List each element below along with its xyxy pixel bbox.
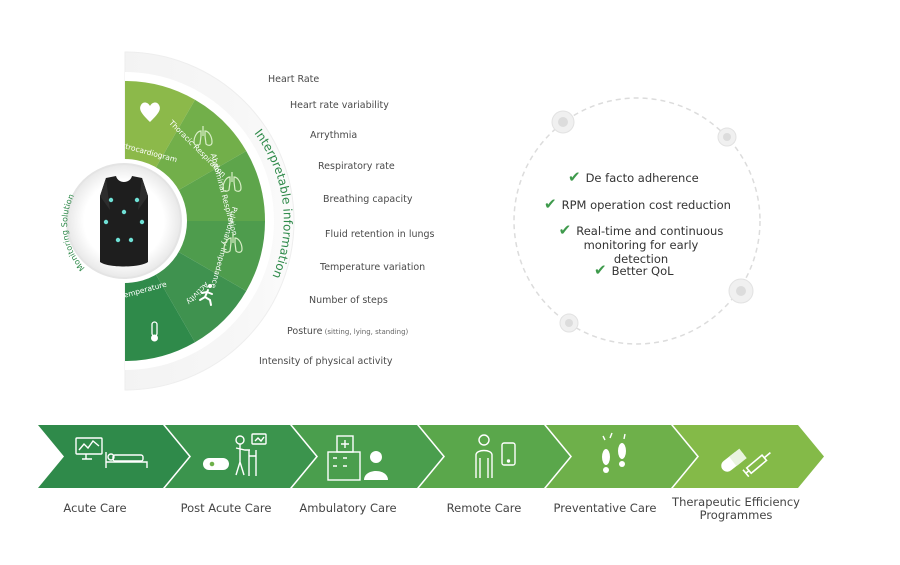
check-icon: ✔ xyxy=(594,261,607,279)
thermometer-icon xyxy=(151,321,158,342)
care-pathway xyxy=(38,425,824,488)
benefit-item: ✔ RPM operation cost reduction xyxy=(544,195,731,213)
info-item-text: Heart rate variability xyxy=(290,100,389,111)
check-icon: ✔ xyxy=(558,221,572,239)
walker-patient-icon xyxy=(203,433,267,476)
interpretable-info-item: Posture (sitting, lying, standing) xyxy=(287,326,408,337)
pill-syringe-icon xyxy=(721,448,771,478)
check-icon: ✔ xyxy=(544,195,557,213)
info-item-text: Number of steps xyxy=(309,295,388,306)
orbit-dot xyxy=(551,110,575,134)
info-item-text: Intensity of physical activity xyxy=(259,356,393,367)
lungs-icon xyxy=(223,233,243,253)
info-item-text: Heart Rate xyxy=(268,74,320,85)
orbit-dot xyxy=(728,278,754,304)
benefit-item: ✔Real-time and continuous monitoring for… xyxy=(556,221,726,267)
care-stage-label: Ambulatory Care xyxy=(299,501,397,515)
care-stage-label: Preventative Care xyxy=(553,501,657,515)
orbit-dot xyxy=(717,127,737,147)
interpretable-info-item: Respiratory rate xyxy=(318,161,395,172)
info-item-note: (sitting, lying, standing) xyxy=(322,328,409,336)
heart-icon xyxy=(140,102,160,122)
benefit-item: ✔ De facto adherence xyxy=(568,168,699,186)
info-item-text: Posture xyxy=(287,326,323,337)
care-stage-chevron xyxy=(673,425,824,488)
info-item-text: Respiratory rate xyxy=(318,161,395,172)
care-stage-chevron xyxy=(419,425,570,488)
care-stage-label: Acute Care xyxy=(63,501,127,515)
smart-vest-icon xyxy=(100,176,148,267)
info-item-text: Arrythmia xyxy=(310,130,358,141)
benefit-text: Better QoL xyxy=(611,264,674,278)
interpretable-info-item: Heart Rate xyxy=(268,74,319,85)
interpretable-info-item: Temperature variation xyxy=(320,262,425,273)
interpretable-info-item: Number of steps xyxy=(309,295,388,306)
benefit-item: ✔ Better QoL xyxy=(594,261,674,279)
benefit-text: De facto adherence xyxy=(585,171,699,185)
running-icon xyxy=(199,284,213,306)
interpretable-info-item: Fluid retention in lungs xyxy=(325,229,435,240)
benefit-text: Real-time and continuous monitoring for … xyxy=(576,224,724,266)
interpretable-info-item: Arrythmia xyxy=(310,130,357,141)
orbit-dot xyxy=(559,313,579,333)
interpretable-info-item: Intensity of physical activity xyxy=(259,356,393,367)
info-item-text: Fluid retention in lungs xyxy=(325,229,435,240)
footsteps-icon xyxy=(602,432,626,473)
clinic-doctor-icon xyxy=(327,435,388,481)
care-stage-label: Therapeutic Efficiency Programmes xyxy=(672,495,800,522)
interpretable-info-item: Breathing capacity xyxy=(323,194,412,205)
remote-phone-icon xyxy=(475,434,516,478)
lungs-icon xyxy=(193,126,213,146)
care-stage-label: Post Acute Care xyxy=(180,501,272,515)
lungs-icon xyxy=(222,172,242,192)
hospital-bed-monitor-icon xyxy=(75,437,148,468)
care-stage-label: Remote Care xyxy=(446,501,522,515)
check-icon: ✔ xyxy=(568,168,581,186)
info-item-text: Temperature variation xyxy=(320,262,426,273)
benefits-dashed-circle xyxy=(513,97,761,345)
care-stage-chevron xyxy=(292,425,443,488)
interpretable-info-item: Heart rate variability xyxy=(290,100,389,111)
benefit-text: RPM operation cost reduction xyxy=(561,198,731,212)
info-item-text: Breathing capacity xyxy=(323,194,413,205)
